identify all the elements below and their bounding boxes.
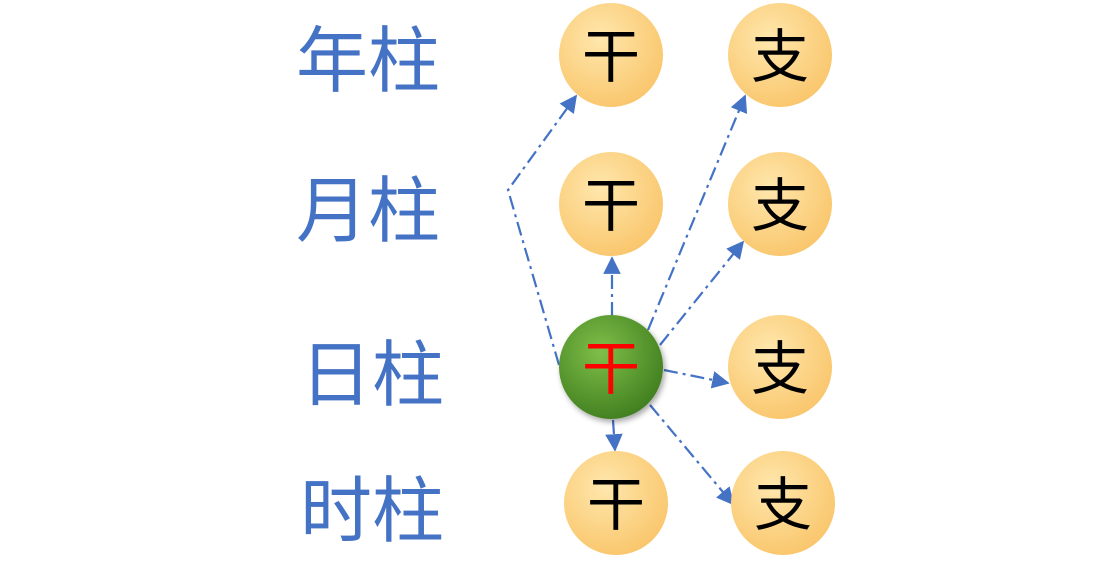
node-year-branch: 支 [728, 3, 832, 107]
arrow-to-month-branch [659, 240, 745, 346]
node-circle [728, 152, 832, 256]
node-circle [728, 315, 832, 419]
node-label: 支 [751, 23, 809, 91]
node-circle [559, 3, 663, 107]
node-hour-branch: 支 [731, 451, 835, 555]
pillar-label-hour: 时柱 [300, 469, 444, 553]
node-circle-center [559, 315, 663, 419]
node-circle [731, 451, 835, 555]
arrow-to-day-branch [663, 368, 730, 389]
node-label: 支 [754, 471, 812, 539]
node-circle [728, 3, 832, 107]
node-day-stem: 干 [559, 315, 663, 419]
pillar-label-day: 日柱 [300, 333, 444, 417]
node-label: 支 [751, 172, 809, 240]
pillar-label-month: 月柱 [296, 169, 440, 253]
node-label: 干 [582, 23, 640, 91]
node-circle [559, 152, 663, 256]
node-month-branch: 支 [728, 152, 832, 256]
node-label: 干 [587, 471, 645, 539]
relation-arrows [506, 94, 748, 506]
node-day-branch: 支 [728, 315, 832, 419]
node-label: 干 [582, 172, 640, 240]
node-hour-stem: 干 [564, 451, 668, 555]
node-circle [564, 451, 668, 555]
arrow-to-hour-branch [649, 404, 735, 506]
node-month-stem: 干 [559, 152, 663, 256]
arrow-to-hour-stem [605, 419, 623, 452]
pillar-label-year: 年柱 [296, 19, 440, 103]
node-year-stem: 干 [559, 3, 663, 107]
arrow-to-year-stem [506, 94, 578, 366]
node-label-center: 干 [582, 335, 640, 403]
pillar-labels: 年柱 月柱 日柱 时柱 [296, 19, 444, 553]
node-label: 支 [751, 335, 809, 403]
